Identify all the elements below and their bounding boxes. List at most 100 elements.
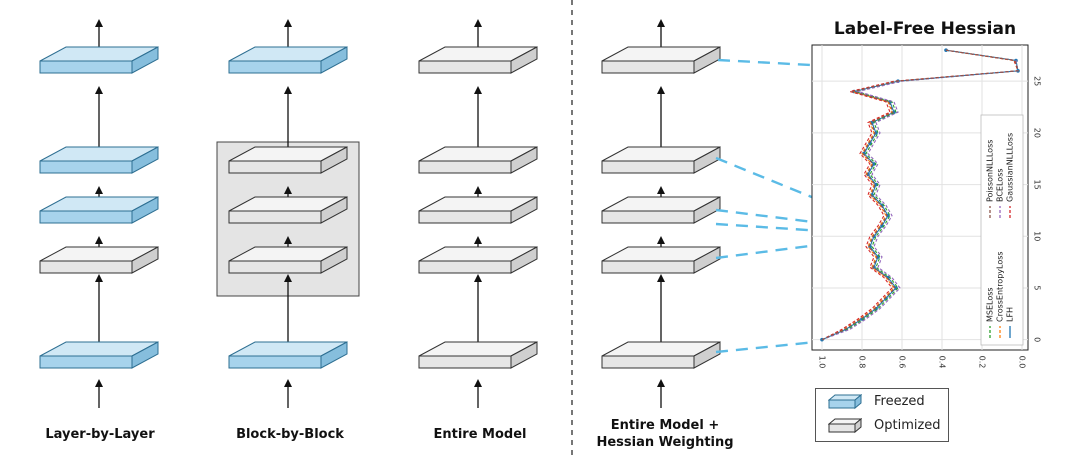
legend-freezed-label: Freezed <box>874 394 925 409</box>
legend-label-MSELoss: MSELoss <box>986 287 995 322</box>
layer-slab-layer-by-layer <box>39 341 159 369</box>
index-tick-label: 5 <box>1033 285 1042 290</box>
legend-label-PoissonNLLLoss: PoissonNLLLoss <box>986 140 995 202</box>
slab-front <box>228 160 322 174</box>
legend-label-BCELoss: BCELoss <box>996 168 1005 202</box>
layer-slab-block-by-block <box>228 146 348 174</box>
slab-front <box>601 60 695 74</box>
layer-slab-layer-by-layer <box>39 196 159 224</box>
slab-front <box>228 355 322 369</box>
slab-front <box>601 160 695 174</box>
value-tick-label: 0.2 <box>978 356 987 369</box>
slab-side <box>510 246 538 274</box>
slab-front <box>39 60 133 74</box>
series-line-MSELoss <box>821 49 1019 341</box>
hessian-connector <box>715 208 879 232</box>
layer-slab-entire-model <box>418 46 538 74</box>
legend-label-GaussianNLLLoss: GaussianNLLLoss <box>1006 133 1015 202</box>
index-tick-label: 15 <box>1033 179 1042 189</box>
slab-side <box>131 46 159 74</box>
value-tick-label: 0.6 <box>898 356 907 369</box>
index-tick-label: 20 <box>1033 128 1042 138</box>
slab-side <box>510 196 538 224</box>
slab-side <box>510 341 538 369</box>
slab-side <box>131 246 159 274</box>
hessian-chart: 1.0 0.8 0.6 0.4 0.2 0.0 0 5 10 15 20 25LFHCrossEntr… <box>811 44 1042 369</box>
slab-side <box>510 146 538 174</box>
layer-slab-entire-model <box>418 341 538 369</box>
slab-side <box>693 246 721 274</box>
slab-front <box>39 355 133 369</box>
slab-front <box>418 60 512 74</box>
layer-slab-layer-by-layer <box>39 46 159 74</box>
layer-stacks <box>39 0 941 459</box>
index-tick-label: 10 <box>1033 231 1042 241</box>
hessian-connector <box>715 156 869 222</box>
series-line-PoissonNLLLoss <box>821 49 1019 341</box>
legend-freezed: Freezed <box>816 391 948 415</box>
layer-slab-entire-model-hessian <box>601 146 721 174</box>
column-label-entire-model-hessian: Entire Model + Hessian Weighting <box>585 417 745 451</box>
slab-side <box>131 146 159 174</box>
slab-side <box>320 46 348 74</box>
legend-optimized-label: Optimized <box>874 418 941 433</box>
slab-front <box>418 210 512 224</box>
slab-side <box>320 196 348 224</box>
series-line-GaussianNLLLoss <box>821 49 1019 341</box>
slab-front <box>601 260 695 274</box>
layer-slab-entire-model-hessian <box>601 46 721 74</box>
chart-title: Label-Free Hessian <box>833 19 1017 39</box>
layer-slab-layer-by-layer <box>39 246 159 274</box>
column-label-layer-by-layer: Layer-by-Layer <box>45 427 155 442</box>
layer-legend: Freezed Optimized <box>815 388 949 442</box>
column-label-block-by-block: Block-by-Block <box>236 427 344 442</box>
legend-optimized: Optimized <box>816 415 948 439</box>
freezed-swatch-icon <box>828 394 862 410</box>
slab-side <box>693 196 721 224</box>
index-tick-label: 25 <box>1033 76 1042 86</box>
slab-side <box>320 246 348 274</box>
value-tick-label: 0.8 <box>858 356 867 369</box>
chart-legend-frame <box>980 114 1024 346</box>
value-tick-label: 0.4 <box>938 356 947 369</box>
slab-front <box>228 210 322 224</box>
layer-slab-block-by-block <box>228 246 348 274</box>
layer-slab-entire-model <box>418 196 538 224</box>
column-label-entire-model: Entire Model <box>433 427 527 442</box>
layer-slab-entire-model-hessian <box>601 196 721 224</box>
series-point-LFH <box>944 48 948 52</box>
value-tick-label: 0.0 <box>1018 356 1027 369</box>
slab-front <box>39 260 133 274</box>
layer-slab-block-by-block <box>228 341 348 369</box>
column-label-line2: Hessian Weighting <box>596 435 734 450</box>
layer-slab-block-by-block <box>228 46 348 74</box>
layer-slab-entire-model-hessian <box>601 246 721 274</box>
slab-front <box>228 60 322 74</box>
index-tick-label: 0 <box>1033 337 1042 342</box>
layer-slab-layer-by-layer <box>39 146 159 174</box>
slab-front <box>418 355 512 369</box>
slab-front <box>418 260 512 274</box>
slab-front <box>418 160 512 174</box>
slab-side <box>320 341 348 369</box>
slab-front <box>228 260 322 274</box>
slab-side <box>131 341 159 369</box>
slab-front <box>601 210 695 224</box>
series-line-BCELoss <box>821 49 1019 341</box>
slab-side <box>320 146 348 174</box>
optimized-swatch-icon <box>828 418 862 434</box>
legend-label-LFH: LFH <box>1006 307 1015 322</box>
legend-label-CrossEntropyLoss: CrossEntropyLoss <box>996 251 1005 322</box>
slab-front <box>39 210 133 224</box>
slab-side <box>693 341 721 369</box>
value-tick-label: 1.0 <box>818 356 827 369</box>
column-label-line1: Entire Model + <box>610 418 720 433</box>
slab-front <box>39 160 133 174</box>
slab-side <box>131 196 159 224</box>
slab-front <box>601 355 695 369</box>
layer-slab-block-by-block <box>228 196 348 224</box>
series-line-CrossEntropyLoss <box>821 49 1019 341</box>
slab-side <box>510 46 538 74</box>
layer-slab-entire-model <box>418 246 538 274</box>
